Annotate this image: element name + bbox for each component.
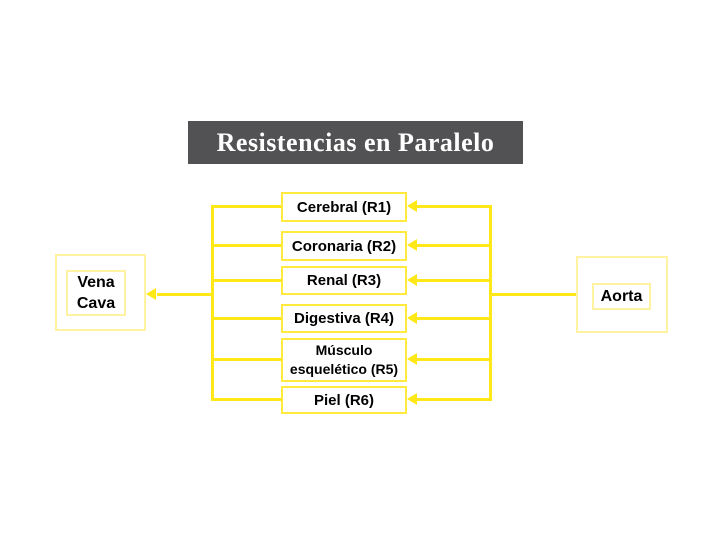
node-vena-cava-label: Vena Cava [76, 274, 116, 312]
left-bus-line [211, 205, 214, 401]
connector-left-digestiva [211, 317, 281, 320]
node-coronaria: Coronaria (R2) [281, 231, 407, 261]
connector-right-digestiva [416, 317, 492, 320]
arrowhead-piel-icon [407, 393, 417, 405]
node-digestiva: Digestiva (R4) [281, 304, 407, 333]
node-cerebral: Cerebral (R1) [281, 192, 407, 222]
node-aorta: Aorta [592, 283, 651, 310]
connector-left-piel [211, 398, 281, 401]
node-piel-label: Piel (R6) [313, 391, 374, 409]
connector-right-renal [416, 279, 492, 282]
arrowhead-digestiva-icon [407, 312, 417, 324]
connector-right-piel [416, 398, 492, 401]
connector-right-musculo [416, 358, 492, 361]
connector-left-coronaria [211, 244, 281, 247]
arrowhead-vena-cava-icon [146, 288, 156, 300]
arrowhead-cerebral-icon [407, 200, 417, 212]
arrowhead-musculo-icon [407, 353, 417, 365]
node-vena-cava: Vena Cava [66, 270, 126, 316]
node-piel: Piel (R6) [281, 386, 407, 414]
arrowhead-coronaria-icon [407, 239, 417, 251]
connector-left-cerebral [211, 205, 281, 208]
node-cerebral-label: Cerebral (R1) [296, 198, 392, 216]
connector-right-cerebral [416, 205, 492, 208]
arrowhead-renal-icon [407, 274, 417, 286]
node-digestiva-label: Digestiva (R4) [293, 310, 395, 327]
connector-right-coronaria [416, 244, 492, 247]
node-renal: Renal (R3) [281, 266, 407, 295]
connector-aorta [492, 293, 578, 296]
node-coronaria-label: Coronaria (R2) [291, 237, 397, 255]
connector-left-musculo [211, 358, 281, 361]
right-bus-line [489, 205, 492, 401]
node-renal-label: Renal (R3) [306, 272, 382, 289]
node-musculo-esqueletico: Músculo esquelético (R5) [281, 338, 407, 382]
node-aorta-label: Aorta [600, 288, 643, 305]
connector-left-renal [211, 279, 281, 282]
slide-title: Resistencias en Paralelo [188, 121, 523, 164]
connector-vena-cava [157, 293, 213, 296]
node-musculo-esqueletico-label: Músculo esquelético (R5) [289, 342, 399, 377]
